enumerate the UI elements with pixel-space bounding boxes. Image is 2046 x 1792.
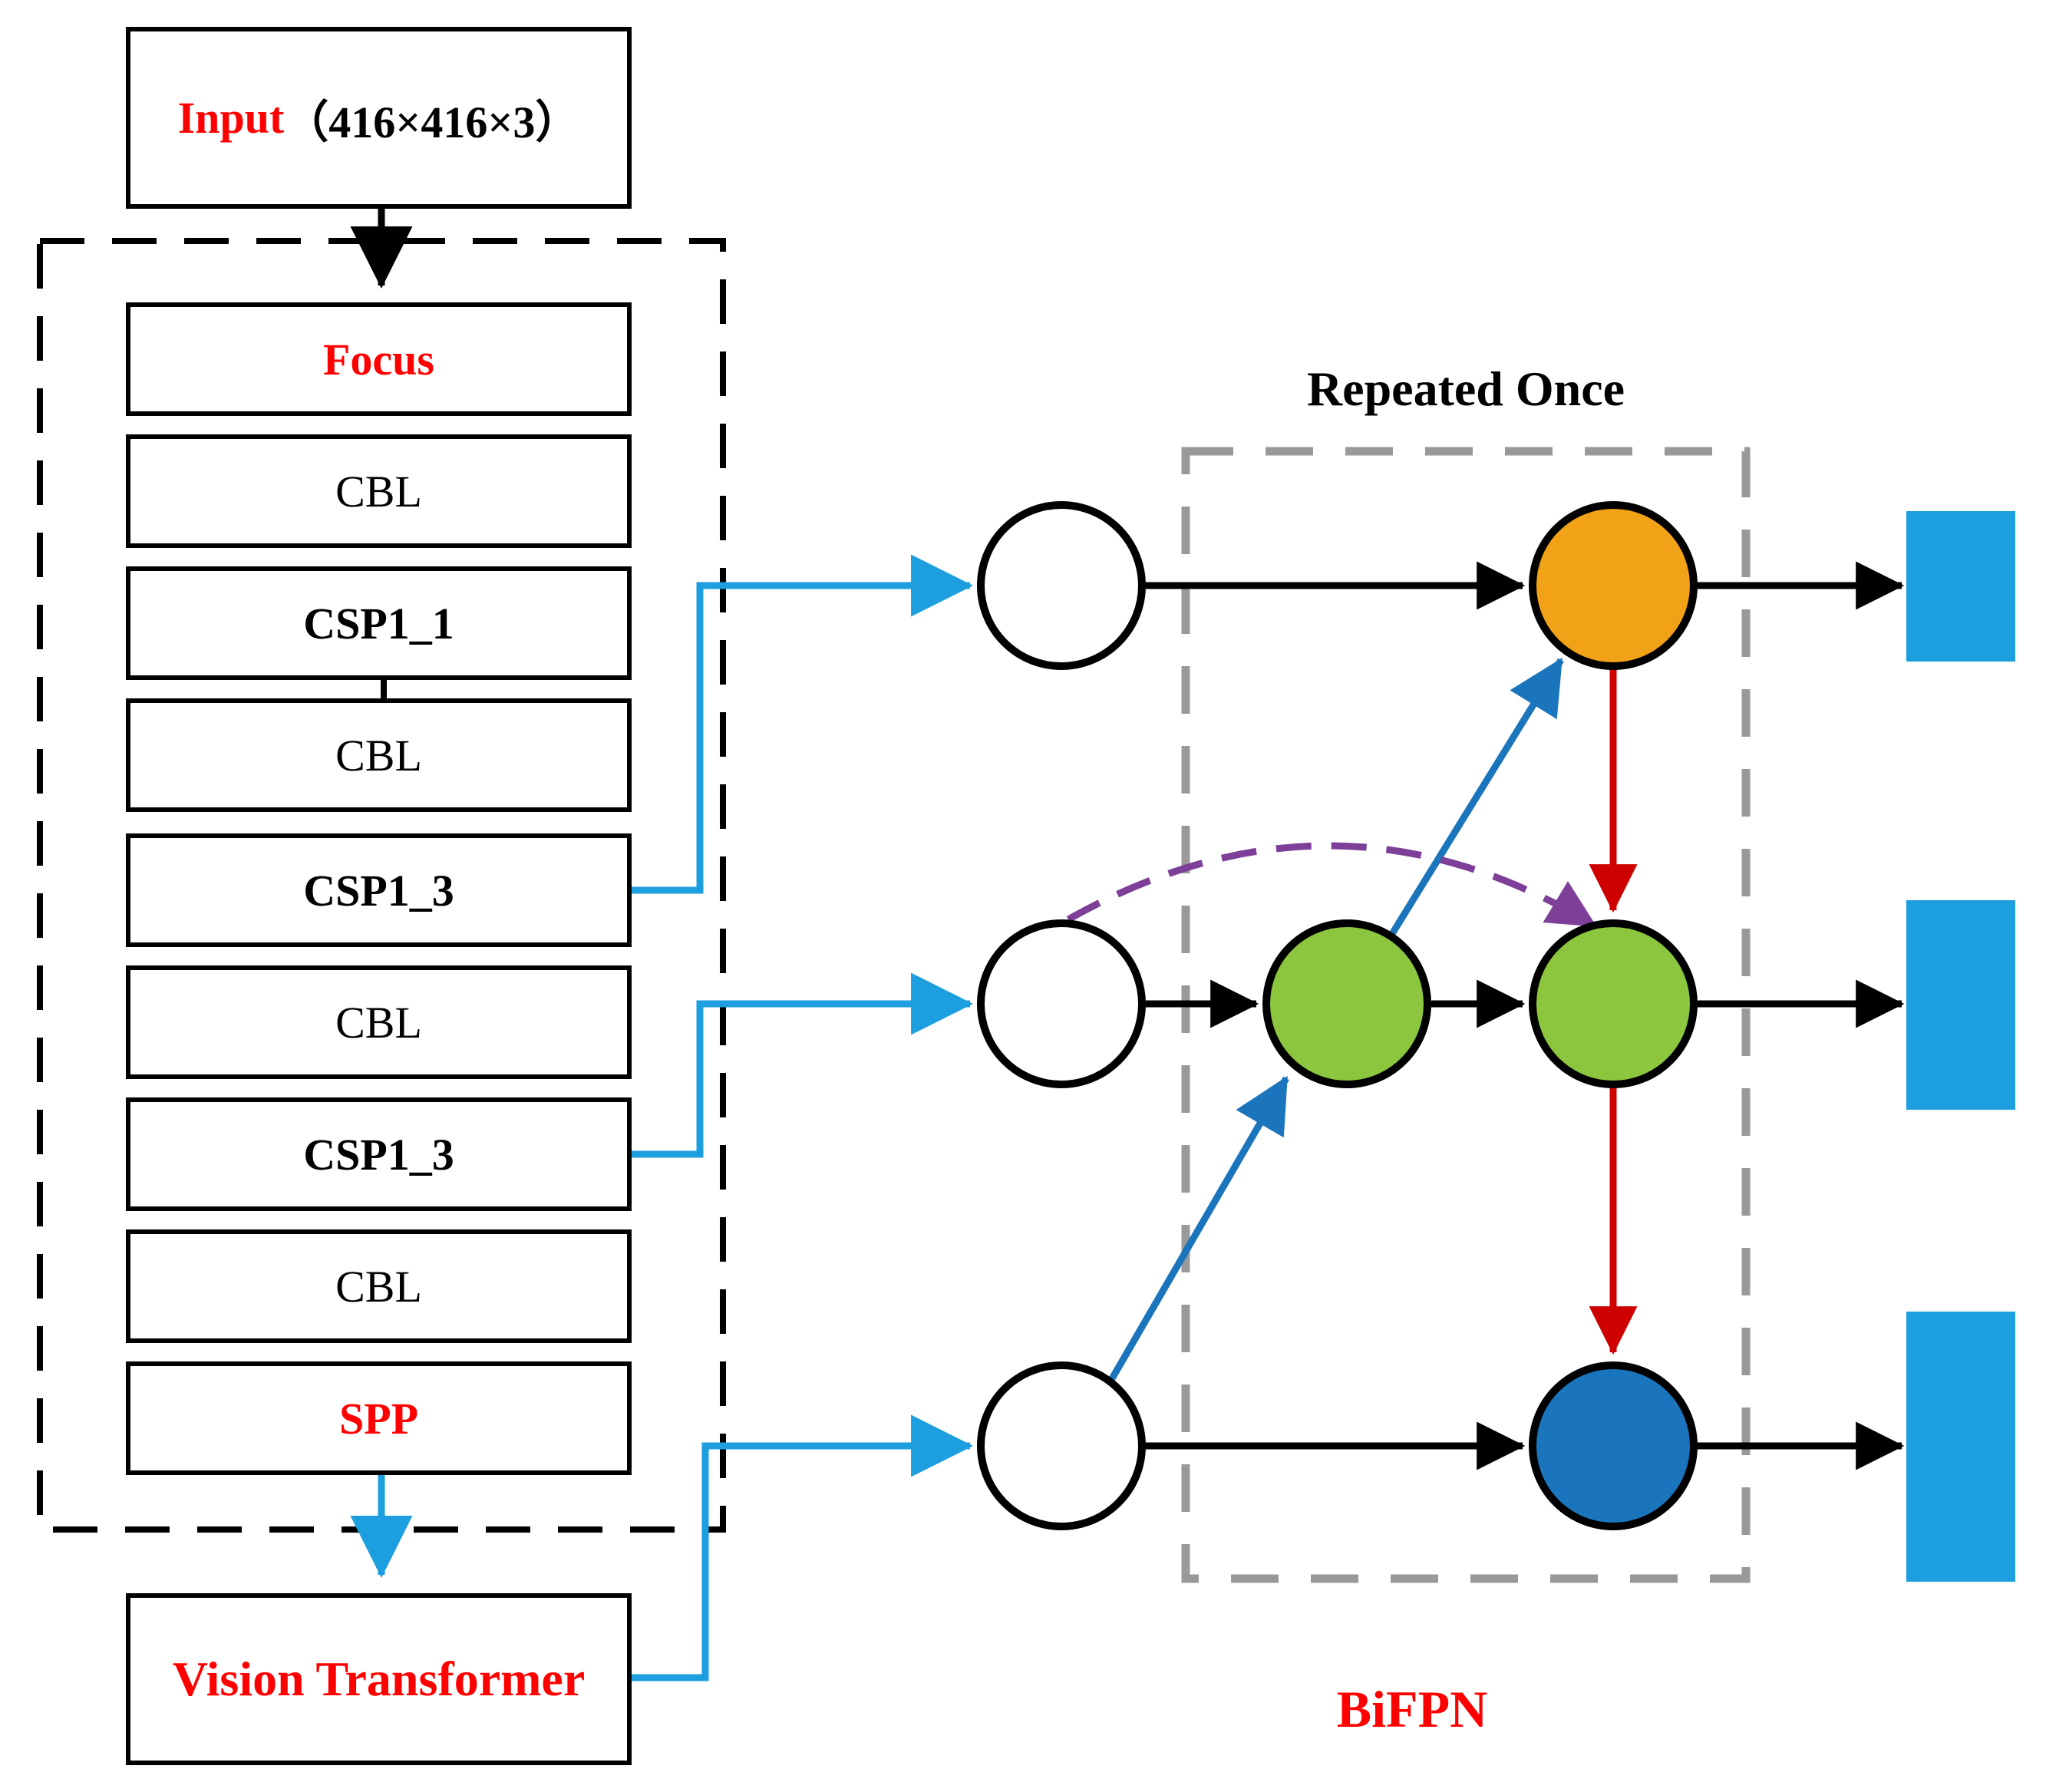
backbone-box-spp: SPP <box>126 1361 632 1475</box>
output-feature-map-medium <box>1906 900 2015 1110</box>
backbone-box-cbl-1: CBL <box>126 434 632 548</box>
p3-input-node-circle <box>977 1361 1146 1530</box>
connector-vision-transformer-to-p3-node <box>632 1414 974 1681</box>
vision-transformer-box: Vision Transformer <box>126 1593 632 1765</box>
repeated-once-dashed-border <box>1181 447 1751 1583</box>
bifpn-title: BiFPN <box>1336 1679 1488 1738</box>
p5-input-node-circle <box>977 501 1146 670</box>
connector-csp1_3-lower-to-p4-node <box>632 972 974 1158</box>
backbone-box-csp1_3-upper: CSP1_3 <box>126 833 632 947</box>
input-box-dims: （416×416×3） <box>284 97 580 147</box>
backbone-box-cbl-4: CBL <box>126 1229 632 1343</box>
arrow-green-node1-up-to-orange-node <box>1388 657 1564 939</box>
skip-connection-p4-to-green-node2 <box>1066 842 1597 929</box>
repeated-once-label: Repeated Once <box>1306 361 1625 416</box>
green-fusion-node2-circle <box>1529 919 1698 1088</box>
backbone-box-csp1_1: CSP1_1 <box>126 566 632 680</box>
output-feature-map-large <box>1906 1312 2015 1582</box>
connector-csp1_3-upper-to-p5-node <box>632 554 974 894</box>
arrow-p3-node-up-to-green-node1 <box>1108 1075 1289 1382</box>
green-fusion-node1-circle <box>1262 919 1431 1088</box>
output-feature-map-small <box>1906 511 2015 662</box>
backbone-box-cbl-2: CBL <box>126 698 632 812</box>
backbone-box-cbl-3: CBL <box>126 965 632 1079</box>
backbone-box-csp1_3-lower: CSP1_3 <box>126 1097 632 1211</box>
orange-fusion-node-circle <box>1529 501 1698 670</box>
blue-fusion-node-circle <box>1529 1361 1698 1530</box>
p4-input-node-circle <box>977 919 1146 1088</box>
backbone-box-focus: Focus <box>126 302 632 416</box>
input-box-title: Input <box>177 93 285 143</box>
input-box: Input（416×416×3） <box>126 27 632 209</box>
